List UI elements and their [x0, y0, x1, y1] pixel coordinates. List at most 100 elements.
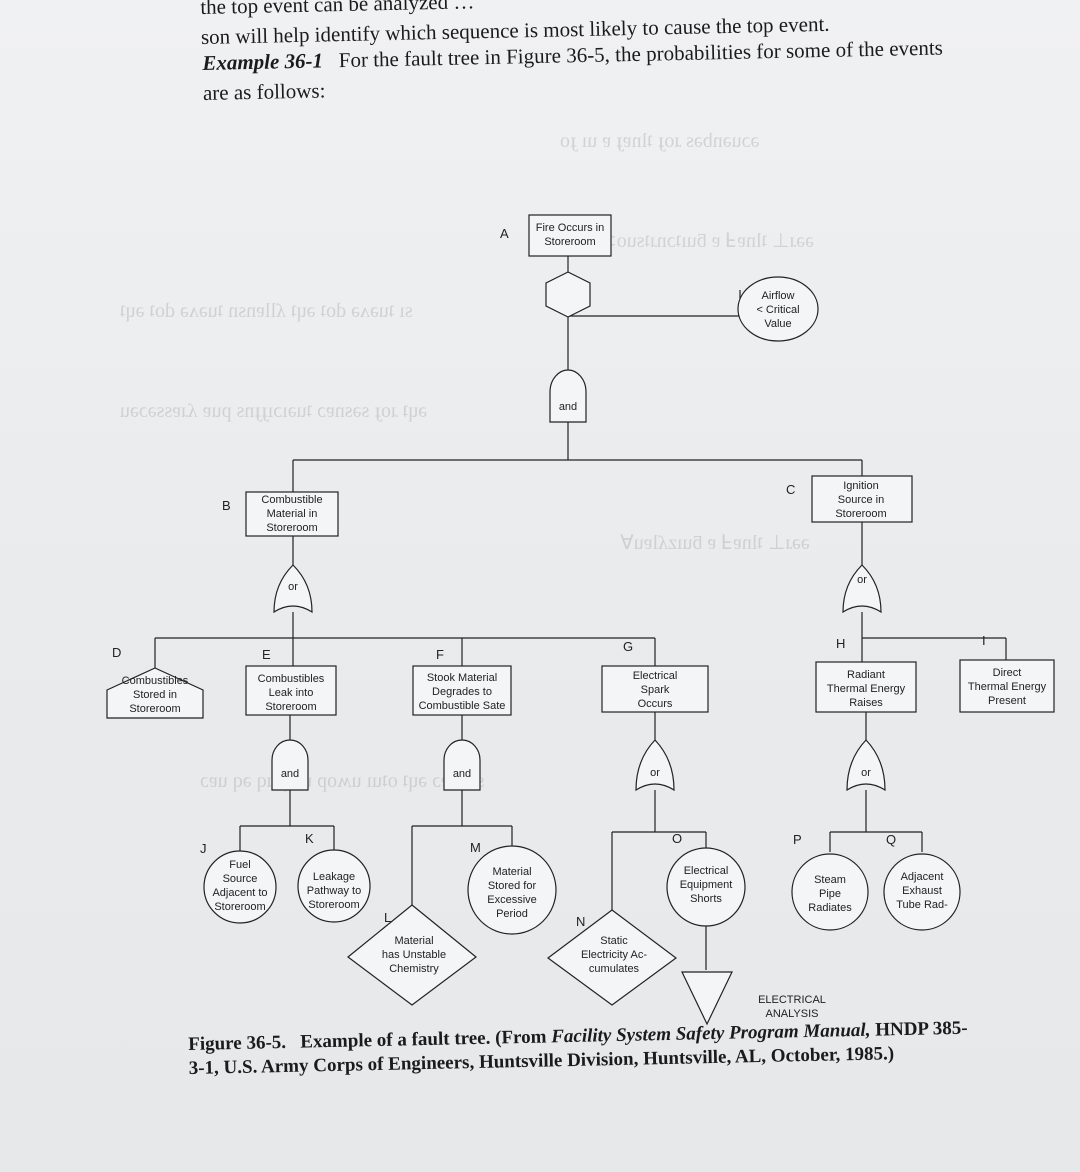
event-j-letter: J: [200, 841, 207, 856]
airflow-line-2: < Critical: [756, 304, 799, 316]
event-k: K Leakage Pathway to Storeroom: [297, 831, 371, 923]
event-h-line-2: Thermal Energy: [827, 683, 906, 695]
event-k-line-1: Leakage: [313, 871, 355, 883]
event-k-letter: K: [305, 831, 314, 846]
event-i-line-1: Direct: [993, 667, 1022, 679]
event-j-line-4: Storeroom: [214, 901, 265, 913]
transfer-triangle: ELECTRICAL ANALYSIS: [681, 971, 826, 1026]
event-h-line-1: Radiant: [847, 669, 885, 681]
or-gate-c: or: [842, 564, 882, 614]
event-h-letter: H: [836, 636, 845, 651]
event-j-line-2: Source: [223, 873, 258, 885]
event-i-line-3: Present: [988, 695, 1026, 707]
event-g: G Electrical Spark Occurs: [601, 639, 709, 713]
airflow-line-3: Value: [764, 318, 791, 330]
event-p-line-2: Pipe: [819, 888, 841, 900]
event-c: C Ignition Source in Storeroom: [786, 475, 913, 523]
event-m-letter: M: [470, 840, 481, 855]
event-m-line-4: Period: [496, 908, 528, 920]
event-p: P Steam Pipe Radiates: [791, 832, 869, 931]
event-g-letter: G: [623, 639, 633, 654]
event-g-line-1: Electrical: [633, 670, 678, 682]
event-n-line-3: cumulates: [589, 963, 640, 975]
event-m-line-2: Stored for: [488, 880, 537, 892]
and-gate-f: and: [443, 739, 481, 791]
event-a-line-1: Fire Occurs in: [536, 222, 604, 234]
event-l-line-1: Material: [394, 935, 433, 947]
caption-text-2: HNDP 385-: [870, 1017, 968, 1041]
event-j-line-1: Fuel: [229, 859, 250, 871]
event-p-line-1: Steam: [814, 874, 846, 886]
event-n-letter: N: [576, 914, 585, 929]
event-d-line-1: Combustibles: [122, 675, 189, 687]
event-k-line-3: Storeroom: [308, 899, 359, 911]
event-a-line-2: Storeroom: [544, 236, 595, 248]
event-m-line-1: Material: [492, 866, 531, 878]
event-n-line-2: Electricity Ac-: [581, 949, 647, 961]
event-i-letter: I: [982, 633, 986, 648]
event-d-letter: D: [112, 645, 121, 660]
event-m: M Material Stored for Excessive Period: [467, 840, 557, 935]
event-l: L Material has Unstable Chemistry: [347, 904, 477, 1006]
event-b-line-2: Material in: [267, 508, 318, 520]
event-d-line-3: Storeroom: [129, 703, 180, 715]
event-a-letter: A: [500, 226, 509, 241]
event-c-line-3: Storeroom: [835, 508, 886, 520]
event-q-line-1: Adjacent: [901, 871, 944, 883]
event-c-line-1: Ignition: [843, 480, 878, 492]
or-h-label: or: [861, 767, 871, 779]
or-gate-b: or: [273, 564, 313, 614]
event-e-line-3: Storeroom: [265, 701, 316, 713]
event-a: A Fire Occurs in Storeroom: [500, 214, 612, 257]
or-g-label: or: [650, 767, 660, 779]
event-h: H Radiant Thermal Energy Raises: [815, 636, 917, 713]
event-j-line-3: Adjacent to: [212, 887, 267, 899]
event-d-line-2: Stored in: [133, 689, 177, 701]
event-p-line-3: Radiates: [808, 902, 852, 914]
event-e-line-1: Combustibles: [258, 673, 325, 685]
event-e-letter: E: [262, 647, 271, 662]
event-b-line-1: Combustible: [261, 494, 322, 506]
event-o: O Electrical Equipment Shorts: [666, 831, 746, 927]
event-c-letter: C: [786, 482, 795, 497]
caption-text-1: Example of a fault tree. (From: [300, 1026, 552, 1053]
and-f-label: and: [453, 768, 471, 780]
event-g-line-3: Occurs: [638, 698, 673, 710]
event-f-line-2: Degrades to: [432, 686, 492, 698]
event-o-line-1: Electrical: [684, 865, 729, 877]
event-b: B Combustible Material in Storeroom: [222, 491, 339, 537]
event-q-letter: Q: [886, 832, 896, 847]
event-f: F Stook Material Degrades to Combustible…: [412, 647, 512, 716]
or-gate-h: or: [846, 739, 886, 792]
event-o-line-2: Equipment: [680, 879, 733, 891]
event-q: Q Adjacent Exhaust Tube Rad-: [883, 832, 961, 931]
or-gate-g: or: [635, 739, 675, 792]
event-f-letter: F: [436, 647, 444, 662]
and-e-label: and: [281, 768, 299, 780]
event-n-line-1: Static: [600, 935, 628, 947]
event-i-line-2: Thermal Energy: [968, 681, 1047, 693]
event-l-line-2: has Unstable: [382, 949, 446, 961]
event-h-line-3: Raises: [849, 697, 883, 709]
and-gate-top: and: [549, 369, 587, 423]
event-b-letter: B: [222, 498, 231, 513]
event-n: N Static Electricity Ac- cumulates: [546, 909, 678, 1006]
event-f-line-1: Stook Material: [427, 672, 497, 684]
event-q-line-3: Tube Rad-: [896, 899, 948, 911]
event-q-line-2: Exhaust: [902, 885, 942, 897]
event-k-line-2: Pathway to: [307, 885, 361, 897]
transfer-line-1: ELECTRICAL: [758, 994, 826, 1006]
inhibit-gate: [545, 271, 591, 318]
event-l-letter: L: [384, 910, 391, 925]
and-top-label: and: [559, 401, 577, 413]
and-gate-e: and: [271, 739, 309, 791]
tree-connectors: [154, 256, 1007, 970]
caption-label: Figure 36-5.: [188, 1031, 287, 1055]
event-i: I Direct Thermal Energy Present: [959, 633, 1055, 713]
event-l-line-3: Chemistry: [389, 963, 439, 975]
event-g-line-2: Spark: [641, 684, 670, 696]
event-d-house: D Combustibles Stored in Storeroom: [106, 645, 204, 719]
event-e-line-2: Leak into: [269, 687, 314, 699]
